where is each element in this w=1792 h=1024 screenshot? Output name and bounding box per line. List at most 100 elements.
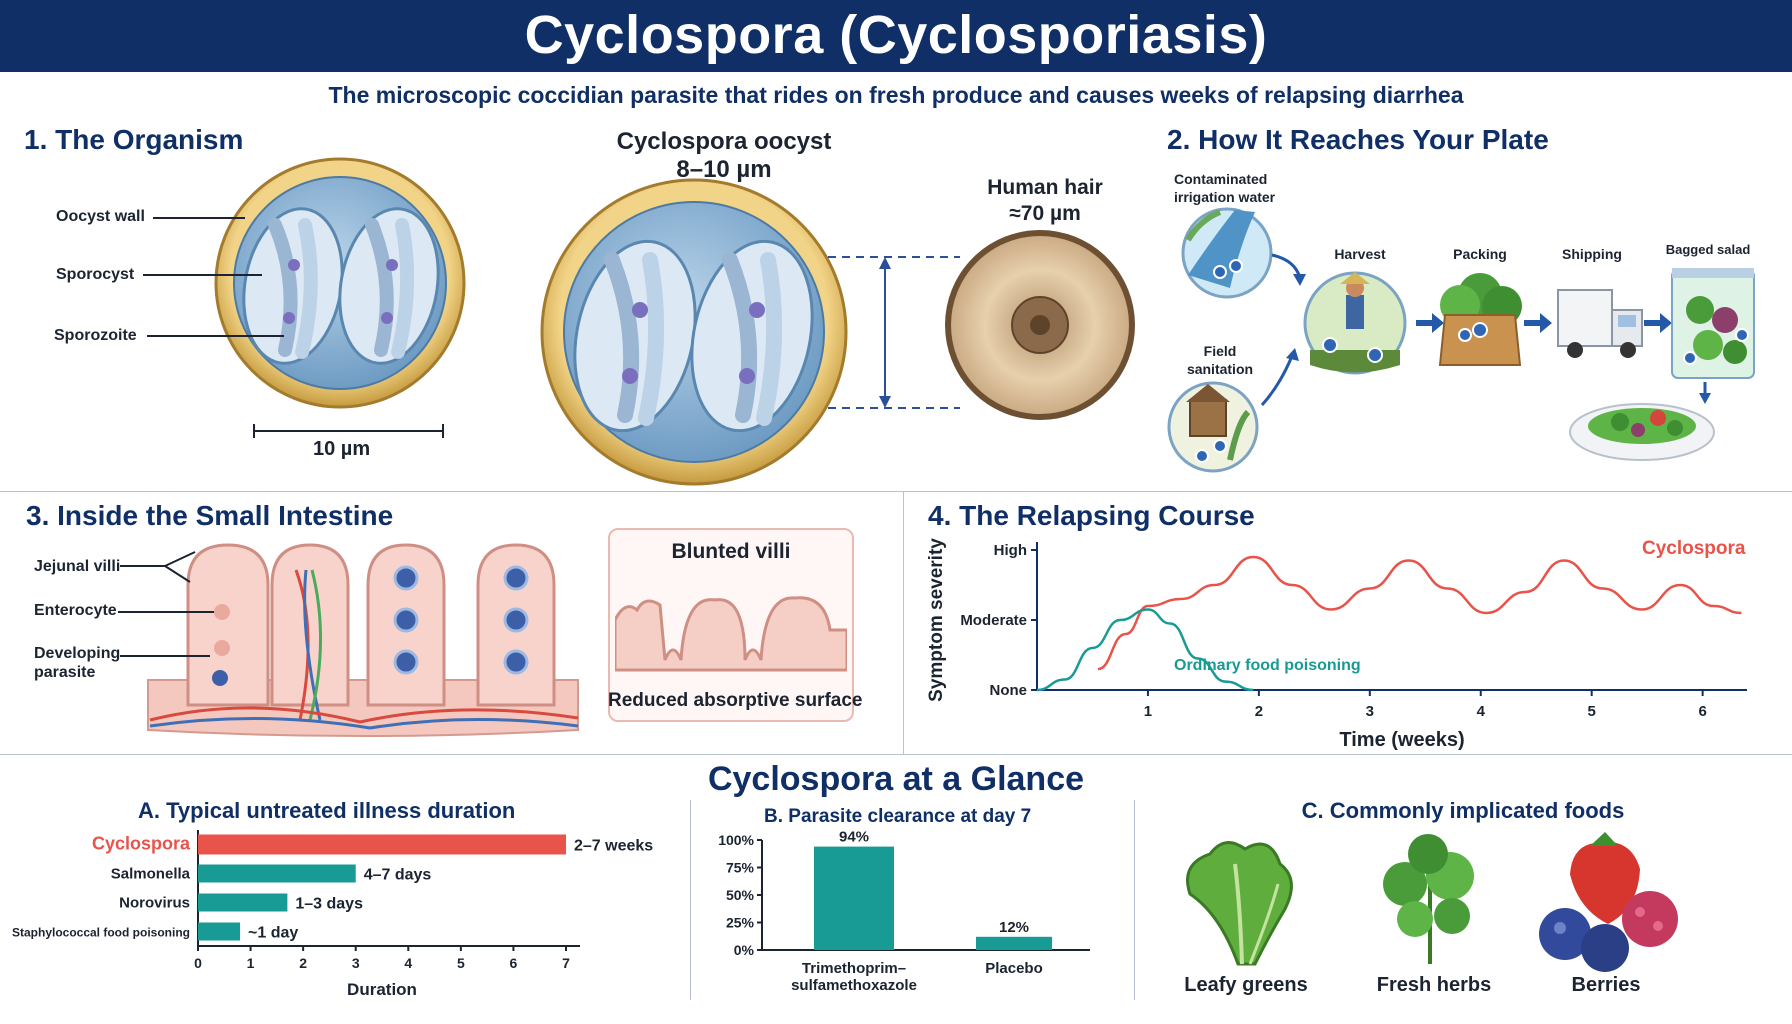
bar-3 bbox=[198, 922, 241, 941]
divider-glance-1 bbox=[690, 800, 691, 1000]
x-tick-label: 3 bbox=[1366, 703, 1374, 720]
step-shipping: Shipping bbox=[1562, 246, 1622, 262]
oocyst-title: Cyclospora oocyst bbox=[616, 128, 832, 155]
y-tick-label: 100% bbox=[718, 832, 754, 848]
x-axis-label: Duration bbox=[347, 980, 417, 999]
label-jejunal-villi: Jejunal villi bbox=[34, 558, 121, 575]
divider-glance-2 bbox=[1134, 800, 1135, 1000]
hair-size: ≈70 µm bbox=[1009, 202, 1081, 225]
value-label: 94% bbox=[839, 829, 869, 846]
category-label: Salmonella bbox=[111, 866, 191, 883]
y-tick-label: High bbox=[994, 542, 1027, 559]
category-label: Trimethoprim–sulfamethoxazole bbox=[791, 960, 917, 994]
x-tick-label: 4 bbox=[404, 955, 412, 971]
y-axis-label: Symptom severity bbox=[926, 538, 947, 702]
category-label: Cyclospora bbox=[92, 834, 191, 854]
label-oocyst-wall: Oocyst wall bbox=[56, 208, 145, 225]
step-harvest: Harvest bbox=[1334, 246, 1386, 262]
blunted-villi-title: Blunted villi bbox=[671, 540, 791, 563]
glance-title: Cyclospora at a Glance bbox=[707, 760, 1085, 798]
y-tick-label: 75% bbox=[726, 860, 755, 876]
value-label: 4–7 days bbox=[364, 867, 432, 884]
scale-bar-label: 10 µm bbox=[313, 438, 371, 460]
x-tick-label: 7 bbox=[562, 955, 570, 971]
bar-1 bbox=[198, 864, 356, 883]
label-enterocyte: Enterocyte bbox=[34, 602, 117, 619]
villi bbox=[186, 543, 556, 707]
organism-section-title: 1. The Organism bbox=[24, 124, 244, 155]
step-bagged-salad: Bagged salad bbox=[1665, 242, 1751, 257]
supply-chain-illustration bbox=[1167, 207, 1755, 473]
oocyst-size: 8–10 µm bbox=[676, 156, 772, 183]
series-label-cyclospora: Cyclospora bbox=[1642, 538, 1746, 559]
scale-bar bbox=[253, 424, 444, 438]
x-tick-label: 5 bbox=[457, 955, 465, 971]
hair-cross-section bbox=[945, 230, 1135, 420]
divider-top bbox=[0, 491, 1792, 492]
x-tick-label: 0 bbox=[194, 955, 202, 971]
page-title: Cyclospora (Cyclosporiasis) bbox=[524, 5, 1268, 65]
duration-chart-title: A. Typical untreated illness duration bbox=[138, 798, 516, 823]
water-scene bbox=[1181, 207, 1273, 299]
value-label: 1–3 days bbox=[295, 896, 363, 913]
divider-middle bbox=[0, 754, 1792, 755]
blunted-villi-illustration bbox=[615, 596, 847, 672]
berries-icon bbox=[1539, 832, 1678, 972]
intestine-section-title: 3. Inside the Small Intestine bbox=[26, 500, 394, 531]
bar-0 bbox=[198, 834, 566, 855]
x-tick-label: 2 bbox=[299, 955, 307, 971]
label-sporozoite: Sporozoite bbox=[54, 327, 137, 344]
series-line-1 bbox=[1036, 608, 1254, 692]
series-label-food-poisoning: Ordinary food poisoning bbox=[1174, 657, 1361, 674]
x-tick-label: 2 bbox=[1255, 703, 1263, 720]
fresh-herbs-icon bbox=[1383, 834, 1474, 964]
x-tick-label: 3 bbox=[352, 955, 360, 971]
bar-0 bbox=[814, 846, 894, 950]
y-tick-label: 50% bbox=[726, 887, 755, 903]
small-oocyst bbox=[214, 157, 466, 409]
packing-scene bbox=[1438, 273, 1522, 366]
label-contaminated-water: Contaminated irrigation water bbox=[1174, 171, 1276, 205]
blunted-villi-caption: Reduced absorptive surface bbox=[608, 690, 863, 711]
step-packing: Packing bbox=[1453, 246, 1507, 262]
course-section-title: 4. The Relapsing Course bbox=[928, 500, 1255, 531]
value-label: 2–7 weeks bbox=[574, 838, 653, 855]
bar-1 bbox=[976, 936, 1052, 950]
x-tick-label: 4 bbox=[1477, 703, 1486, 720]
x-axis-label: Time (weeks) bbox=[1339, 729, 1464, 750]
x-tick-label: 6 bbox=[510, 955, 518, 971]
food-leafy-greens: Leafy greens bbox=[1184, 974, 1308, 996]
x-tick-label: 6 bbox=[1698, 703, 1706, 720]
hair-title: Human hair bbox=[987, 176, 1103, 199]
category-label: Placebo bbox=[985, 960, 1043, 977]
x-tick-label: 1 bbox=[1144, 703, 1152, 720]
label-field-sanitation: Field sanitation bbox=[1186, 343, 1254, 377]
y-tick-label: Moderate bbox=[960, 612, 1027, 629]
title-bar bbox=[0, 0, 1792, 72]
food-berries: Berries bbox=[1571, 974, 1641, 996]
harvest-scene bbox=[1303, 271, 1407, 375]
value-label: ~1 day bbox=[248, 925, 298, 942]
salad-plate bbox=[1569, 403, 1715, 461]
label-developing-parasite: Developing parasite bbox=[34, 645, 121, 681]
food-fresh-herbs: Fresh herbs bbox=[1376, 974, 1492, 996]
foods-title: C. Commonly implicated foods bbox=[1301, 798, 1625, 823]
foods-illustration bbox=[1186, 832, 1678, 972]
clearance-chart-title: B. Parasite clearance at day 7 bbox=[764, 806, 1032, 827]
value-label: 12% bbox=[999, 919, 1029, 936]
divider-mid-vertical bbox=[903, 491, 904, 754]
organism-illustration bbox=[143, 157, 1135, 486]
label-sporocyst: Sporocyst bbox=[56, 266, 135, 283]
page-subtitle: The microscopic coccidian parasite that … bbox=[328, 82, 1464, 108]
category-label: Staphylococcal food poisoning bbox=[12, 926, 190, 940]
plate-section-title: 2. How It Reaches Your Plate bbox=[1167, 124, 1549, 155]
series-line-0 bbox=[1097, 555, 1742, 671]
x-tick-label: 5 bbox=[1588, 703, 1596, 720]
bag-scene bbox=[1671, 268, 1755, 379]
leafy-greens-icon bbox=[1186, 841, 1293, 966]
y-tick-label: 25% bbox=[726, 915, 755, 931]
y-tick-label: 0% bbox=[734, 942, 755, 958]
intestine-illustration bbox=[118, 543, 579, 737]
